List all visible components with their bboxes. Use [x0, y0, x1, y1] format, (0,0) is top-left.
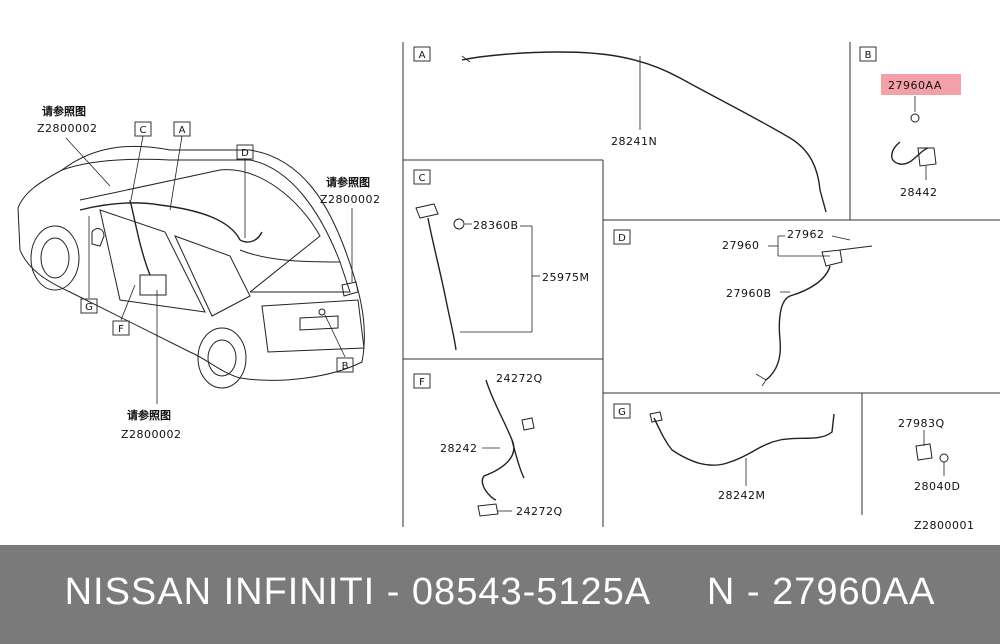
section-d-letter: D — [618, 233, 626, 244]
section-c: C 28360B 25975M — [413, 169, 589, 351]
part-24272q-bottom: 24272Q — [516, 505, 563, 518]
part-28360b: 28360B — [473, 219, 519, 232]
highlight-27960aa — [881, 74, 961, 95]
car-overview: C A D G F B 请参照图 Z2800002 请参照图 Z2800002 … — [17, 104, 381, 441]
see-ref-code-top-left: Z2800002 — [37, 122, 98, 135]
footer-oem-number: 08543-5125A — [411, 571, 650, 613]
part-28241n: 28241N — [611, 135, 657, 148]
car-callout-a: A — [179, 125, 186, 136]
car-callout-d: D — [241, 148, 249, 159]
section-a-letter: A — [419, 50, 426, 61]
section-c-letter: C — [419, 173, 426, 184]
section-g: G 28242M 27983Q 28040D — [613, 403, 960, 502]
part-27960aa: 27960AA — [888, 79, 942, 92]
section-d: D 27962 27960 27960B — [613, 228, 873, 387]
diagram-code: Z2800001 — [914, 519, 975, 532]
car-callout-b: B — [342, 361, 349, 372]
footer-part-prefix: N — [706, 571, 736, 613]
footer-separator-1: - — [375, 571, 412, 613]
footer-separator-2: - — [735, 571, 773, 613]
part-27962: 27962 — [787, 228, 825, 241]
car-callout-g: G — [85, 302, 93, 313]
section-b-letter: B — [865, 50, 872, 61]
part-27960: 27960 — [722, 239, 760, 252]
section-f-letter: F — [419, 377, 425, 388]
part-25975m: 25975M — [542, 271, 589, 284]
part-28442: 28442 — [900, 186, 938, 199]
section-b: B 27960AA 28442 — [859, 46, 961, 199]
footer-bar: NISSAN INFINITI - 08543-5125A N - 27960A… — [0, 545, 1000, 644]
see-ref-note-top-right: 请参照图 — [326, 175, 370, 189]
footer-brand: NISSAN INFINITI — [64, 571, 376, 613]
see-ref-code-bottom: Z2800002 — [121, 428, 182, 441]
part-28040d: 28040D — [914, 480, 960, 493]
parts-diagram: C A D G F B 请参照图 Z2800002 请参照图 Z2800002 … — [17, 42, 1000, 532]
part-28242: 28242 — [440, 442, 478, 455]
car-callout-c: C — [140, 125, 147, 136]
footer-part-number: 27960AA — [772, 571, 936, 613]
car-callout-f: F — [118, 324, 124, 335]
footer-gap — [649, 571, 707, 613]
part-28242m: 28242M — [718, 489, 765, 502]
section-f: F 24272Q 28242 24272Q — [413, 372, 563, 518]
see-ref-code-top-right: Z2800002 — [320, 193, 381, 206]
section-g-letter: G — [618, 407, 626, 418]
see-ref-note-bottom: 请参照图 — [127, 408, 171, 422]
part-27960b: 27960B — [726, 287, 772, 300]
panel-dividers — [402, 42, 1000, 527]
see-ref-note-top-left: 请参照图 — [42, 104, 86, 118]
section-a: A 28241N — [413, 46, 827, 213]
part-24272q-top: 24272Q — [496, 372, 543, 385]
part-27983q: 27983Q — [898, 417, 945, 430]
footer-caption: NISSAN INFINITI - 08543-5125A N - 27960A… — [0, 571, 1000, 614]
